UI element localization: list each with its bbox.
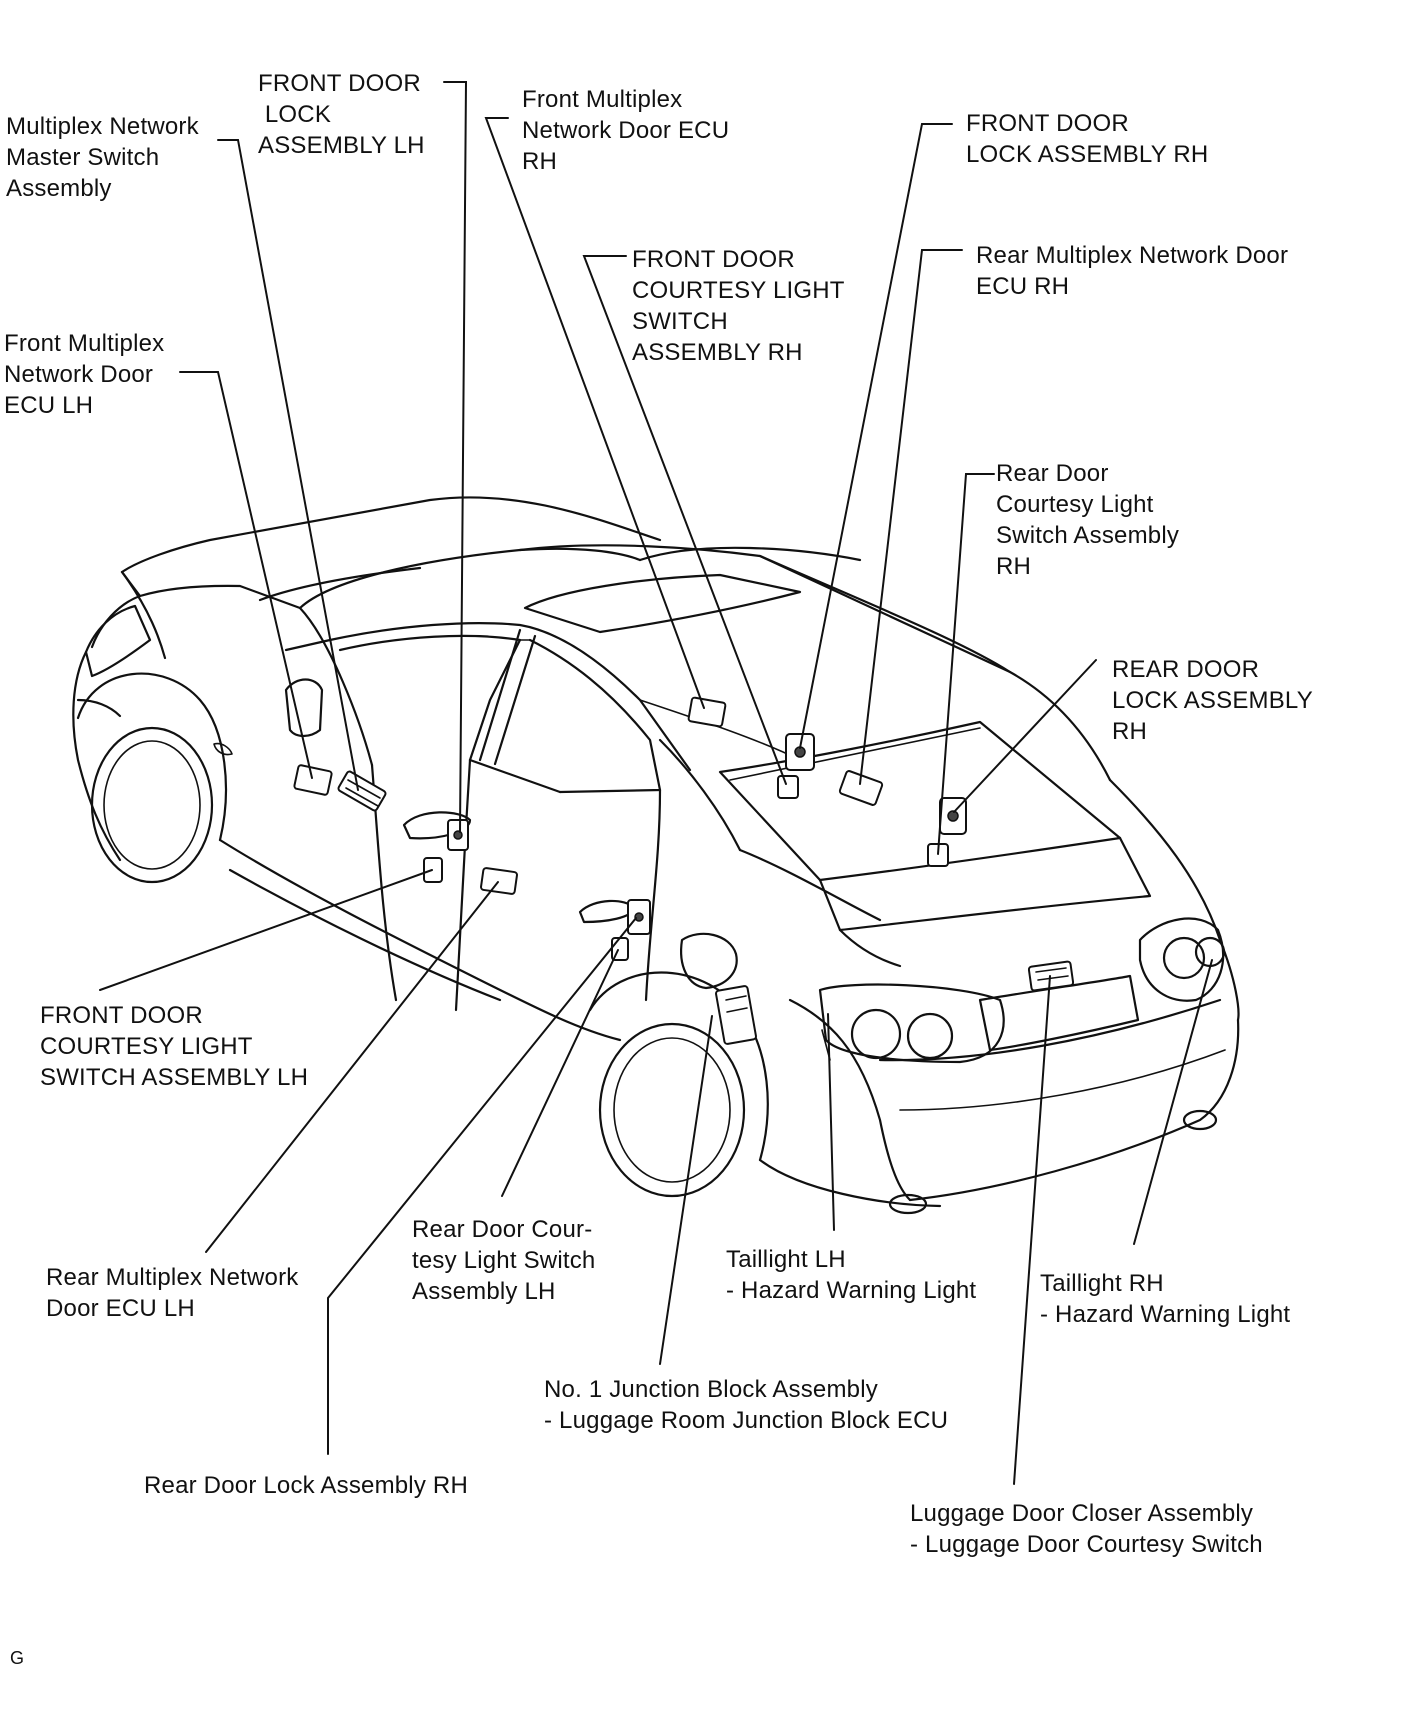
label-front-courtesy-rh: FRONT DOOR COURTESY LIGHT SWITCH ASSEMBL… [632,246,845,366]
label-rear-ecu-lh: Rear Multiplex Network Door ECU LH [46,1264,299,1322]
label-rear-courtesy-lh: Rear Door Cour- tesy Light Switch Assemb… [412,1216,596,1305]
label-taillight-rh: Taillight RH - Hazard Warning Light [1040,1270,1291,1328]
car-body-outline [72,496,1240,1215]
label-rear-ecu-rh: Rear Multiplex Network Door ECU RH [976,242,1289,300]
label-rear-courtesy-rh: Rear Door Courtesy Light Switch Assembly… [996,460,1180,580]
label-rear-door-lock-rh-bottom: Rear Door Lock Assembly RH [144,1472,468,1499]
leader-lines [99,81,1213,1485]
label-front-courtesy-lh: FRONT DOOR COURTESY LIGHT SWITCH ASSEMBL… [40,1002,309,1091]
label-front-ecu-lh: Front Multiplex Network Door ECU LH [4,330,165,419]
corner-mark: G [10,1648,25,1668]
label-front-door-lock-lh: FRONT DOOR LOCK ASSEMBLY LH [258,70,425,159]
label-junction-block: No. 1 Junction Block Assembly - Luggage … [544,1376,949,1434]
label-front-ecu-rh: Front Multiplex Network Door ECU RH [522,86,730,175]
label-master-switch: Multiplex Network Master Switch Assembly [6,113,199,202]
label-taillight-lh: Taillight LH - Hazard Warning Light [726,1246,977,1304]
label-luggage-closer: Luggage Door Closer Assembly - Luggage D… [910,1500,1263,1558]
label-rear-door-lock-rh-top: REAR DOOR LOCK ASSEMBLY RH [1112,656,1313,745]
label-front-door-lock-rh: FRONT DOOR LOCK ASSEMBLY RH [966,110,1209,168]
